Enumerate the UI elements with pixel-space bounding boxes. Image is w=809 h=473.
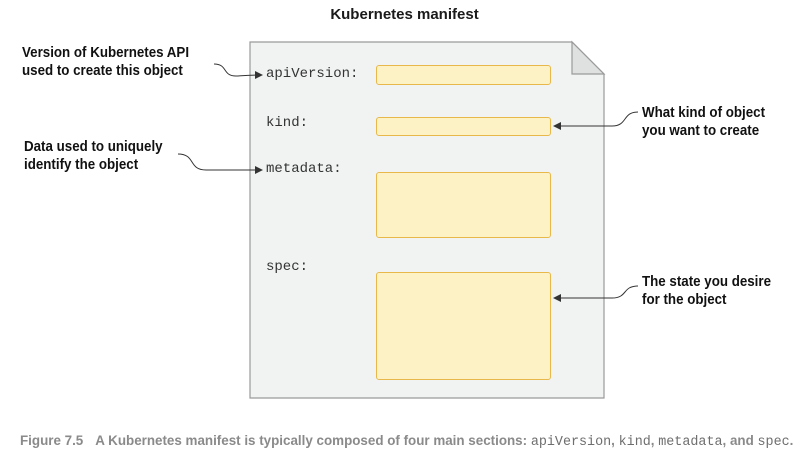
spec-connector	[553, 285, 639, 302]
caption-text: A Kubernetes manifest is typically compo…	[95, 433, 531, 448]
figure-caption: Figure 7.5 A Kubernetes manifest is typic…	[20, 431, 800, 453]
callout-kind-line2: you want to create	[642, 123, 760, 139]
caption-separator: ,	[611, 433, 619, 448]
callout-spec-line1: The state you desire	[642, 274, 772, 290]
callout-apiversion: Version of Kubernetes API used to create…	[22, 44, 189, 80]
callout-kind-line1: What kind of object	[642, 105, 766, 121]
field-box-spec	[376, 272, 551, 380]
diagram-title: Kubernetes manifest	[330, 6, 479, 23]
callout-metadata-line1: Data used to uniquely	[24, 139, 163, 155]
callout-apiversion-line1: Version of Kubernetes API	[22, 45, 190, 61]
callout-kind: What kind of object you want to create	[642, 104, 765, 140]
apiversion-connector	[213, 63, 263, 80]
caption-code-apiversion: apiVersion	[530, 435, 612, 450]
callout-apiversion-line2: used to create this object	[22, 63, 183, 79]
callout-spec-line2: for the object	[642, 292, 727, 308]
field-box-metadata	[376, 172, 551, 238]
caption-separator: ,	[650, 433, 659, 448]
field-box-kind	[376, 117, 551, 136]
page-fold-corner	[571, 40, 606, 75]
field-label-kind: kind:	[266, 115, 309, 131]
field-box-apiversion	[376, 65, 551, 85]
callout-metadata-line2: identify the object	[24, 157, 139, 173]
caption-code-kind: kind	[618, 435, 651, 450]
caption-code-metadata: metadata	[658, 435, 723, 450]
figure-number: Figure 7.5	[20, 433, 84, 448]
callout-metadata: Data used to uniquely identify the objec…	[24, 138, 163, 174]
field-label-spec: spec:	[266, 259, 309, 275]
metadata-connector	[177, 153, 263, 174]
caption-end: .	[789, 433, 794, 448]
kind-connector	[553, 111, 639, 130]
field-label-apiversion: apiVersion:	[266, 66, 359, 82]
field-label-metadata: metadata:	[266, 161, 342, 177]
caption-code-spec: spec	[757, 435, 790, 450]
callout-spec: The state you desire for the object	[642, 273, 771, 309]
caption-separator: , and	[722, 433, 758, 448]
